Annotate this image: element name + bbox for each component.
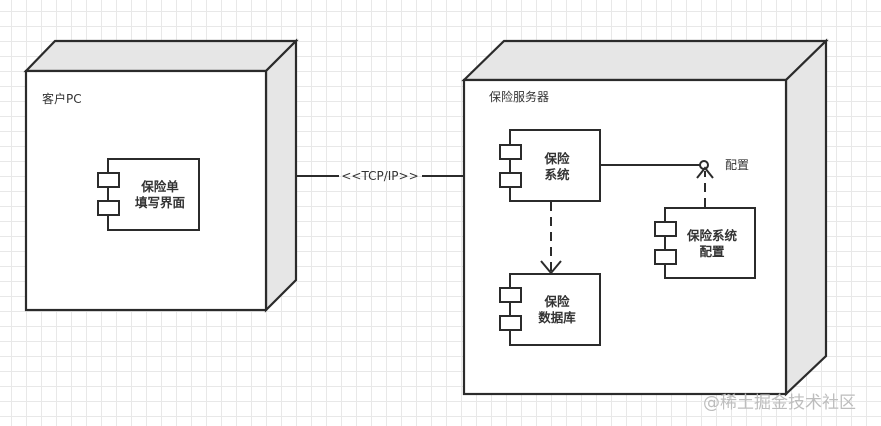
connection-tcp-ip[interactable]: <<TCP/IP>>: [296, 169, 464, 183]
component-insurance-system[interactable]: 保险 系统: [499, 129, 601, 202]
component-policy-form-ui[interactable]: 保险单 填写界面: [97, 158, 200, 231]
component-label-line2: 配置: [699, 244, 725, 259]
component-port-icon: [97, 200, 120, 216]
component-body: [509, 273, 601, 346]
component-port-icon: [97, 172, 120, 188]
component-label-line2: 数据库: [537, 310, 576, 325]
arrowhead-open-icon: [696, 166, 714, 179]
node-client-pc-side-face: [264, 38, 298, 313]
component-label-line1: 保险: [543, 294, 570, 309]
connection-label: <<TCP/IP>>: [341, 169, 418, 183]
node-client-pc-top-face: [23, 39, 299, 73]
component-port-icon: [654, 249, 677, 265]
arrowhead-open-icon: [540, 260, 562, 275]
component-label-line1: 保险: [543, 151, 570, 166]
component-body: [107, 158, 200, 231]
component-port-icon: [499, 172, 522, 188]
component-port-icon: [499, 144, 522, 160]
component-label-line2: 填写界面: [135, 195, 186, 210]
component-label-line1: 保险单: [140, 179, 179, 194]
component-label-line2: 系统: [544, 167, 570, 182]
dependency-config-to-interface[interactable]: [696, 166, 714, 207]
node-insurance-server-side-face: [784, 38, 828, 397]
component-insurance-system-config[interactable]: 保险系统 配置: [654, 207, 756, 279]
interface-label: 配置: [725, 158, 749, 172]
component-port-icon: [499, 315, 522, 331]
component-port-icon: [499, 287, 522, 303]
watermark-text: @稀土掘金技术社区: [703, 393, 856, 413]
component-label-line1: 保险系统: [686, 228, 738, 243]
node-insurance-server-top-face: [461, 39, 829, 82]
node-client-pc-label: 客户PC: [42, 91, 82, 106]
component-insurance-database[interactable]: 保险 数据库: [499, 273, 601, 346]
component-port-icon: [654, 221, 677, 237]
interface-config[interactable]: 配置: [600, 158, 749, 172]
dependency-system-to-database[interactable]: [540, 202, 562, 275]
node-insurance-server-label: 保险服务器: [489, 89, 549, 104]
component-body: [664, 207, 756, 279]
